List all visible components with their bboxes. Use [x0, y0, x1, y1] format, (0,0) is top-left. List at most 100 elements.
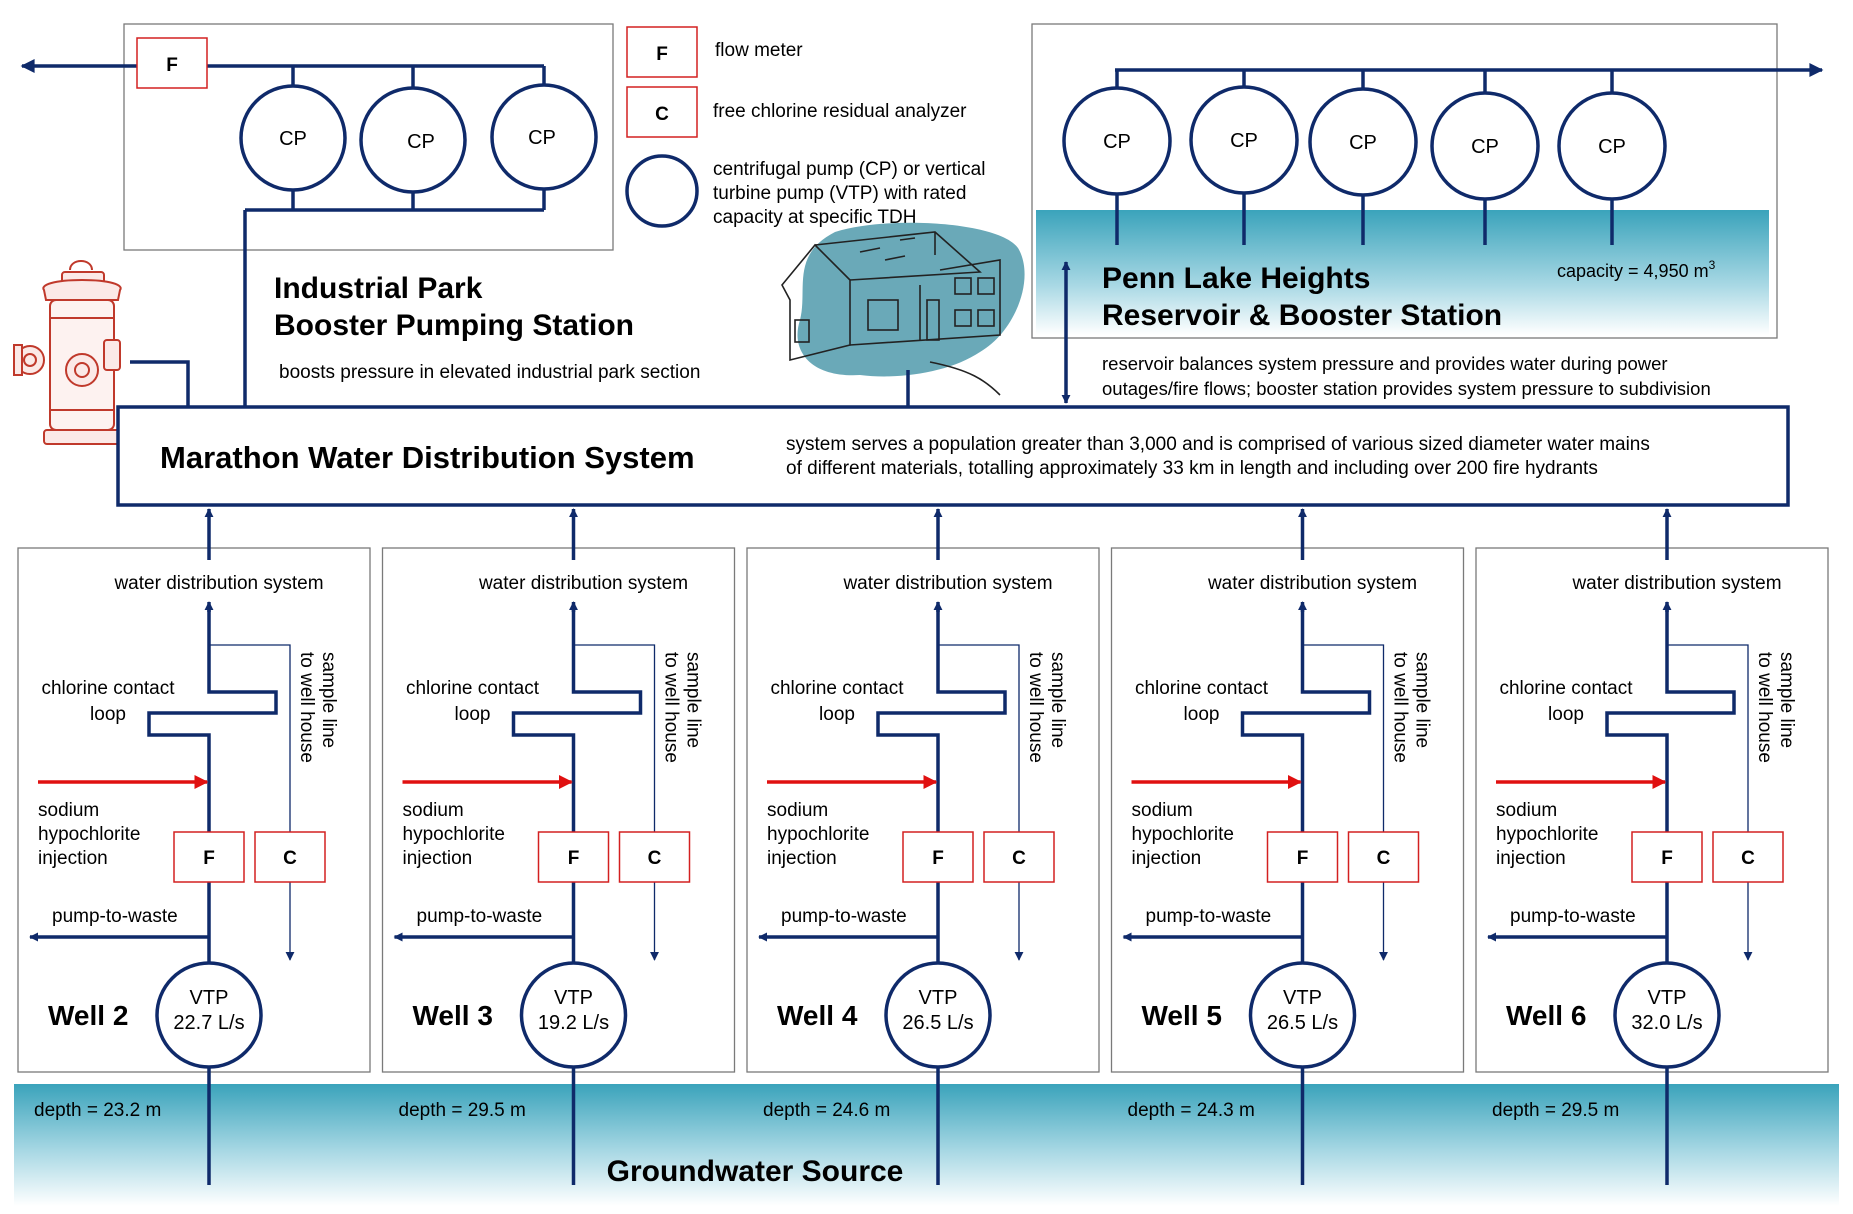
penn-pump-2: [1189, 85, 1299, 195]
penn-lake-frame: [1031, 23, 1778, 339]
well-pump-to-waste-label: pump-to-waste: [417, 906, 543, 927]
distribution-system-box: [116, 405, 1790, 507]
industrial-title-line-1: Industrial Park: [274, 272, 483, 305]
well-injection-label: injection: [767, 848, 837, 869]
well-injection-label: sodium: [767, 800, 828, 821]
penn-pump-4-label: CP: [1471, 136, 1499, 158]
well-contact-loop-label: loop: [90, 704, 126, 725]
well-injection-label: hypochlorite: [1132, 824, 1234, 845]
well-analyzer: [254, 831, 326, 883]
industrial-pump-1-label: CP: [279, 128, 307, 150]
well-flow-meter-letter: F: [568, 848, 580, 869]
well-flow-meter: [537, 831, 610, 883]
well-contact-loop-label: chlorine contact: [406, 678, 540, 699]
penn-pump-3-label: CP: [1349, 132, 1377, 154]
penn-pump-1-label: CP: [1103, 131, 1131, 153]
well-output-label: water distribution system: [478, 573, 688, 594]
well-sample-line-label: sample lineto well house: [661, 652, 704, 763]
well-analyzer: [1347, 831, 1420, 883]
well-output-label: water distribution system: [1207, 573, 1417, 594]
well-rate: 32.0 L/s: [1631, 1012, 1702, 1034]
well-frame: [17, 547, 371, 1073]
well-injection-label: injection: [38, 848, 108, 869]
well-analyzer: [1712, 831, 1784, 883]
well-flow-meter-letter: F: [1297, 848, 1309, 869]
well-flow-meter-letter: F: [203, 848, 215, 869]
well-flow-meter: [1631, 831, 1703, 883]
well-output-label: water distribution system: [1571, 573, 1781, 594]
industrial-description: boosts pressure in elevated industrial p…: [279, 362, 700, 383]
well-unit: water distribution system sample lineto w…: [746, 508, 1100, 1185]
well-pump-to-waste-label: pump-to-waste: [52, 906, 178, 927]
well-sample-line-label: sample lineto well house: [1754, 652, 1797, 763]
well-injection-label: sodium: [38, 800, 99, 821]
well-depth: depth = 29.5 m: [1492, 1100, 1619, 1121]
well-name: Well 4: [777, 1000, 858, 1031]
penn-lake-title-line-1: Penn Lake Heights: [1102, 262, 1370, 295]
penn-lake-description-line-1: reservoir balances system pressure and p…: [1102, 353, 1668, 374]
well-vtp-pump: [519, 961, 628, 1069]
well-analyzer-letter: C: [1377, 848, 1391, 869]
penn-pump-1: [1062, 86, 1172, 196]
well-depth: depth = 24.3 m: [1128, 1100, 1255, 1121]
well-injection-label: sodium: [1132, 800, 1193, 821]
legend-pump-label-line-2: turbine pump (VTP) with rated: [713, 183, 966, 204]
well-injection-label: hypochlorite: [767, 824, 869, 845]
well-contact-loop-label: loop: [819, 704, 855, 725]
well-vtp-pump: [1248, 961, 1357, 1069]
well-analyzer-letter: C: [283, 848, 297, 869]
industrial-park-frame: [123, 23, 614, 251]
industrial-pump-1: [239, 84, 347, 192]
well-vtp-pump: [1613, 961, 1721, 1069]
well-flow-meter-letter: F: [932, 848, 944, 869]
well-main-pipe: [876, 606, 1007, 1185]
industrial-flow-meter-label: F: [166, 55, 178, 76]
well-flow-meter: [1266, 831, 1339, 883]
penn-pump-3: [1308, 87, 1418, 197]
well-depth: depth = 23.2 m: [34, 1100, 161, 1121]
well-contact-loop-label: chlorine contact: [770, 678, 904, 699]
penn-lake-station: capacity = 4,950 m3 Penn Lake Heights Re…: [1031, 23, 1824, 404]
well-frame: [1475, 547, 1829, 1073]
well-pump-to-waste-label: pump-to-waste: [781, 906, 907, 927]
well-injection-label: injection: [403, 848, 473, 869]
well-output-label: water distribution system: [113, 573, 323, 594]
industrial-pump-3: [490, 83, 598, 191]
industrial-park-station: F CP CP CP Industrial Park Booster Pumpi…: [20, 23, 700, 407]
well-contact-loop-label: chlorine contact: [1135, 678, 1269, 699]
well-sample-line-label: sample lineto well house: [1025, 652, 1068, 763]
well-pump-type: VTP: [1283, 987, 1322, 1009]
well-name: Well 2: [48, 1000, 128, 1031]
well-contact-loop-label: chlorine contact: [41, 678, 175, 699]
penn-pump-5: [1557, 91, 1667, 201]
well-unit: water distribution system sample lineto w…: [381, 508, 736, 1185]
well-pump-type: VTP: [554, 987, 593, 1009]
well-rate: 26.5 L/s: [1267, 1012, 1338, 1034]
well-vtp-pump: [155, 961, 263, 1069]
well-injection-label: sodium: [403, 800, 464, 821]
well-depth: depth = 29.5 m: [399, 1100, 526, 1121]
industrial-title-line-2: Booster Pumping Station: [274, 309, 634, 342]
well-analyzer: [983, 831, 1055, 883]
well-flow-meter-letter: F: [1661, 848, 1673, 869]
legend-flow-meter-letter: F: [656, 44, 668, 65]
well-contact-loop-label: loop: [1184, 704, 1220, 725]
well-pump-type: VTP: [919, 987, 958, 1009]
well-rate: 19.2 L/s: [538, 1012, 609, 1034]
well-pump-to-waste-label: pump-to-waste: [1146, 906, 1272, 927]
well-contact-loop-label: chlorine contact: [1499, 678, 1633, 699]
legend-flow-meter-label: flow meter: [715, 40, 803, 61]
well-flow-meter: [902, 831, 974, 883]
well-name: Well 3: [413, 1000, 493, 1031]
well-frame: [746, 547, 1100, 1073]
well-analyzer-letter: C: [648, 848, 662, 869]
well-output-label: water distribution system: [842, 573, 1052, 594]
well-rate: 22.7 L/s: [173, 1012, 244, 1034]
distribution-system-description-line-1: system serves a population greater than …: [786, 434, 1650, 455]
house-background-blob: [797, 222, 1025, 377]
legend: F flow meter C free chlorine residual an…: [625, 26, 985, 228]
